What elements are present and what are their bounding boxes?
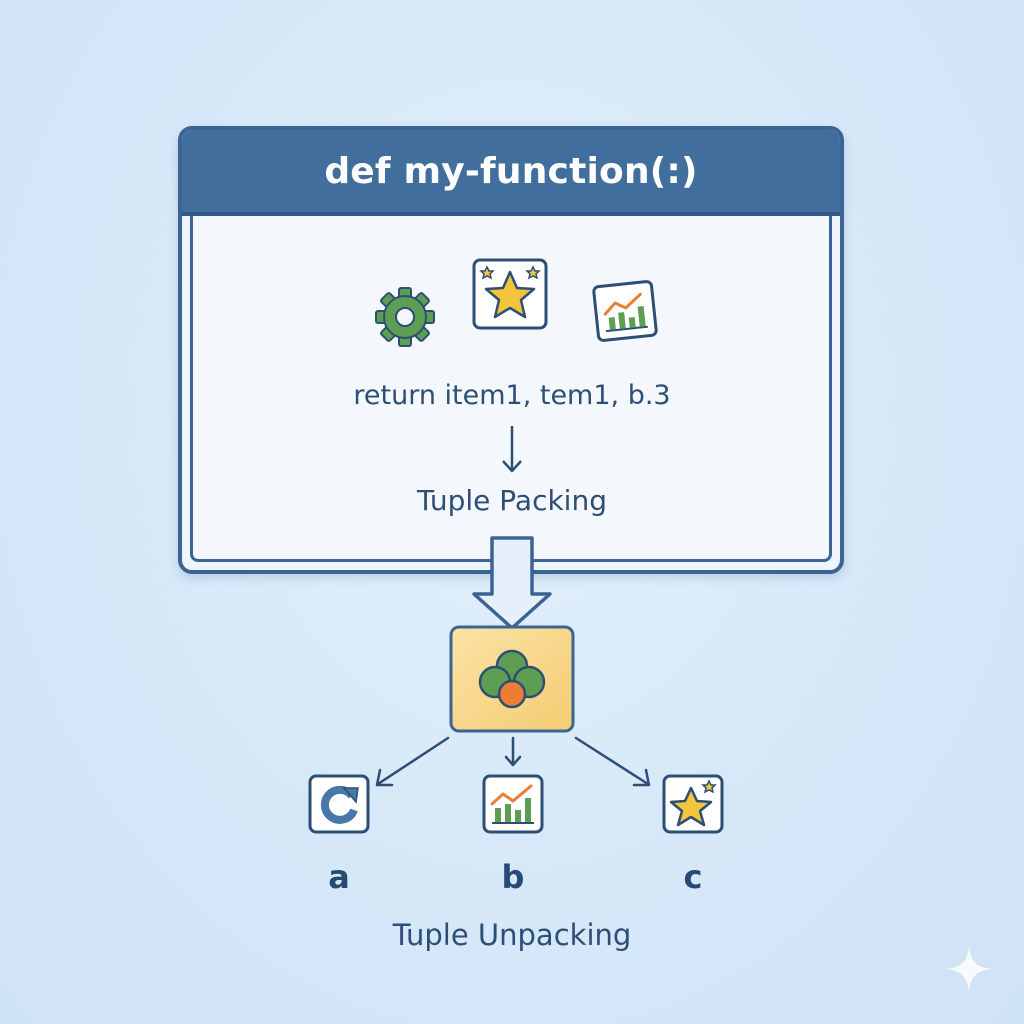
tuple-packing-label: Tuple Packing: [417, 484, 607, 517]
var-label-a: a: [328, 858, 350, 896]
var-label-c: c: [683, 858, 703, 896]
tuple-container: [448, 624, 576, 734]
refresh-icon: [308, 774, 370, 834]
return-statement: return item1, tem1, b.3: [353, 380, 671, 411]
tuple-unpacking-label: Tuple Unpacking: [392, 918, 632, 952]
chart-icon: [592, 280, 658, 342]
gear-icon: [374, 286, 436, 348]
var-label-b: b: [501, 858, 525, 896]
block-arrow: [470, 536, 554, 632]
unpack-arrows: [370, 734, 660, 790]
function-title: def my-function(:): [324, 150, 698, 192]
grouped-circles-icon: [478, 649, 546, 709]
chart-icon: [482, 774, 544, 834]
function-block: def my-function(:): [178, 126, 844, 574]
star-icon: [472, 258, 548, 330]
down-arrow: [499, 424, 525, 476]
sparkle-icon: [944, 944, 994, 994]
function-header: def my-function(:): [182, 130, 840, 216]
star-icon: [662, 774, 724, 834]
